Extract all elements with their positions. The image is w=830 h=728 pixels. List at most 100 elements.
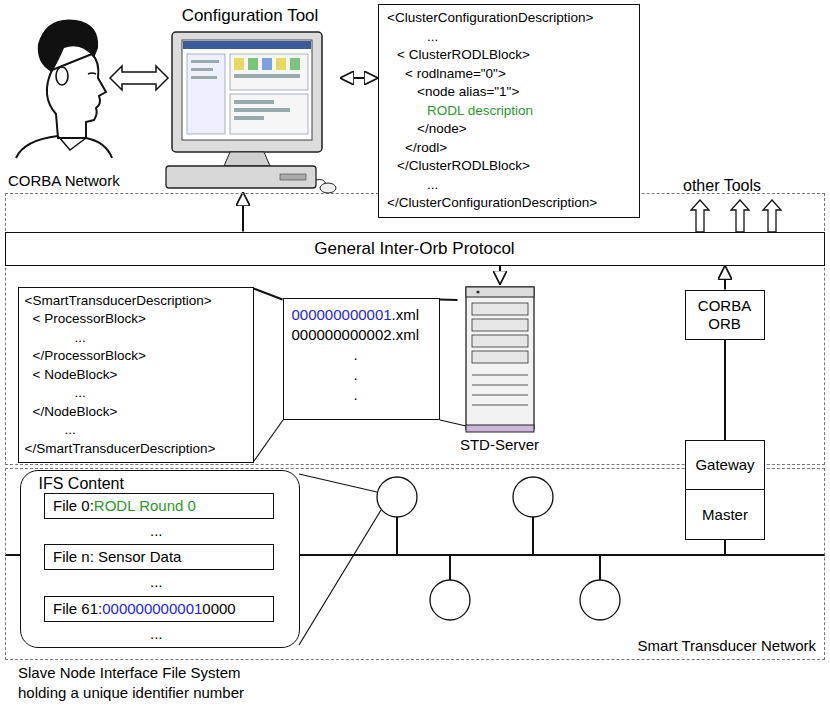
label-text: ... [150,625,163,642]
label-text: ... [150,522,163,539]
node-text: File n: Sensor Data [53,548,181,565]
node-text: ... [427,29,438,44]
text-line: </ClusterConfigurationDescription> [387,194,629,213]
other-tools-arrows-part [731,200,749,232]
text-line: Smart Transducer Network [638,636,816,656]
text-line: <ClusterConfigurationDescription> [387,9,629,28]
computer-icon-part [234,108,290,112]
text-line: </ClusterRODLBlock> [387,157,629,176]
connector [340,77,378,79]
computer-icon-part [183,41,311,49]
computer-icon-part [234,58,244,70]
node-text: </ClusterConfigurationDescription> [387,195,597,210]
computer-icon-part [230,54,308,90]
file-entry-box: File 61:0000000000010000 [44,596,274,622]
node-text: 0000 [202,600,235,617]
node-text: IFS Content [39,475,124,492]
computer-icon-part [320,183,336,193]
ellipsis: ... [150,521,163,541]
person-icon [16,20,112,159]
text-line: ... [25,329,243,348]
node-text: ... [65,422,76,437]
node-text: </ClusterRODLBlock> [397,158,530,173]
node-text: ... [75,330,86,345]
server-tower-part [472,394,528,395]
text-line: General Inter-Orb Protocol [6,239,824,259]
computer-icon-part [262,58,272,70]
configuration-tool: Configuration Tool [160,4,340,192]
node-text: . [354,366,358,383]
node-text: RODL Round 0 [94,497,196,514]
computer-icon-part [191,60,219,63]
text-line: <SmartTransducerDescription> [25,292,243,311]
text-line: ... [25,384,243,403]
text-line: Configuration Tool [160,6,340,26]
leader-lines-part [299,510,381,645]
text-line: RODL description [387,102,629,121]
text-line: </node> [387,120,629,139]
computer-icon-part [234,74,300,78]
ellipsis: ... [150,624,163,644]
computer-icon-part [234,116,264,120]
xml-description-box: <SmartTransducerDescription>< ProcessorB… [18,287,254,464]
protocol-bar: General Inter-Orb Protocol [5,232,825,266]
node-text: ... [75,385,86,400]
connector [242,192,244,232]
text-line: CORBA ORB [694,297,756,333]
fieldbus-part [513,477,553,517]
computer-icon [166,32,336,193]
configuration-tool-art [160,4,340,204]
server-tower-part [472,335,528,347]
fieldbus-part [724,540,726,555]
text-line: < ProcessorBlock> [25,310,243,329]
text-line: </rodl> [387,139,629,158]
server-art [458,285,542,455]
text-line: ... [25,421,243,440]
node-text: STD-Server [460,436,539,453]
server: STD-Server [458,285,542,455]
connector [724,340,726,441]
computer-icon-part [166,166,316,188]
fieldbus-part [430,580,470,620]
node-text: CORBA ORB [698,297,751,332]
node-text: Configuration Tool [182,6,319,25]
double-block-arrow-part [110,66,168,90]
fieldbus-part [449,555,451,580]
node-text: . [354,346,358,363]
gateway-box: Gateway [685,440,765,490]
person-icon-part [88,73,96,74]
server-tower-part [472,351,528,363]
text-line: </NodeBlock> [25,403,243,422]
person-icon-part [47,54,106,138]
server-tower-part [472,404,528,405]
caption: Slave Node Interface File System holding… [18,663,268,703]
text-line: </ProcessorBlock> [25,347,243,366]
file-system-box: IFS ContentFile 0:RODL Round 0File n: Se… [20,470,300,648]
orb-box: CORBA ORB [685,290,765,340]
network-region: CORBA NetworkGeneral Inter-Orb ProtocolS… [5,193,825,465]
other-tools-arrows [691,200,781,232]
computer-icon-part [276,58,286,70]
node-text: <ClusterConfigurationDescription> [387,10,593,25]
computer-icon-part [182,40,312,140]
tool-label: other Tools [683,176,761,196]
person-icon-part [58,136,86,150]
text-line: File 61:0000000000010000 [53,599,265,619]
text-line: STD-Server [448,435,552,455]
node-text: < rodlname="0"> [405,66,506,81]
node-text: File 61: [53,600,102,617]
server-tower-part [466,287,534,429]
file-list-box: 000000000001.xml000000000002.xml... [283,298,440,420]
computer-icon-part [172,32,322,152]
node-text: < ProcessorBlock> [33,311,146,326]
text-line: ... [387,28,629,47]
master-box: Master [685,489,765,540]
file-entry-box: File n: Sensor Data [44,544,274,570]
node-text: Smart Transducer Network [638,637,816,654]
server-tower-part [466,425,534,432]
text-line: File n: Sensor Data [53,547,265,567]
text-line: Gateway [686,455,764,475]
node-text: 000000000002.xml [292,326,420,343]
computer-icon-part [191,76,217,79]
